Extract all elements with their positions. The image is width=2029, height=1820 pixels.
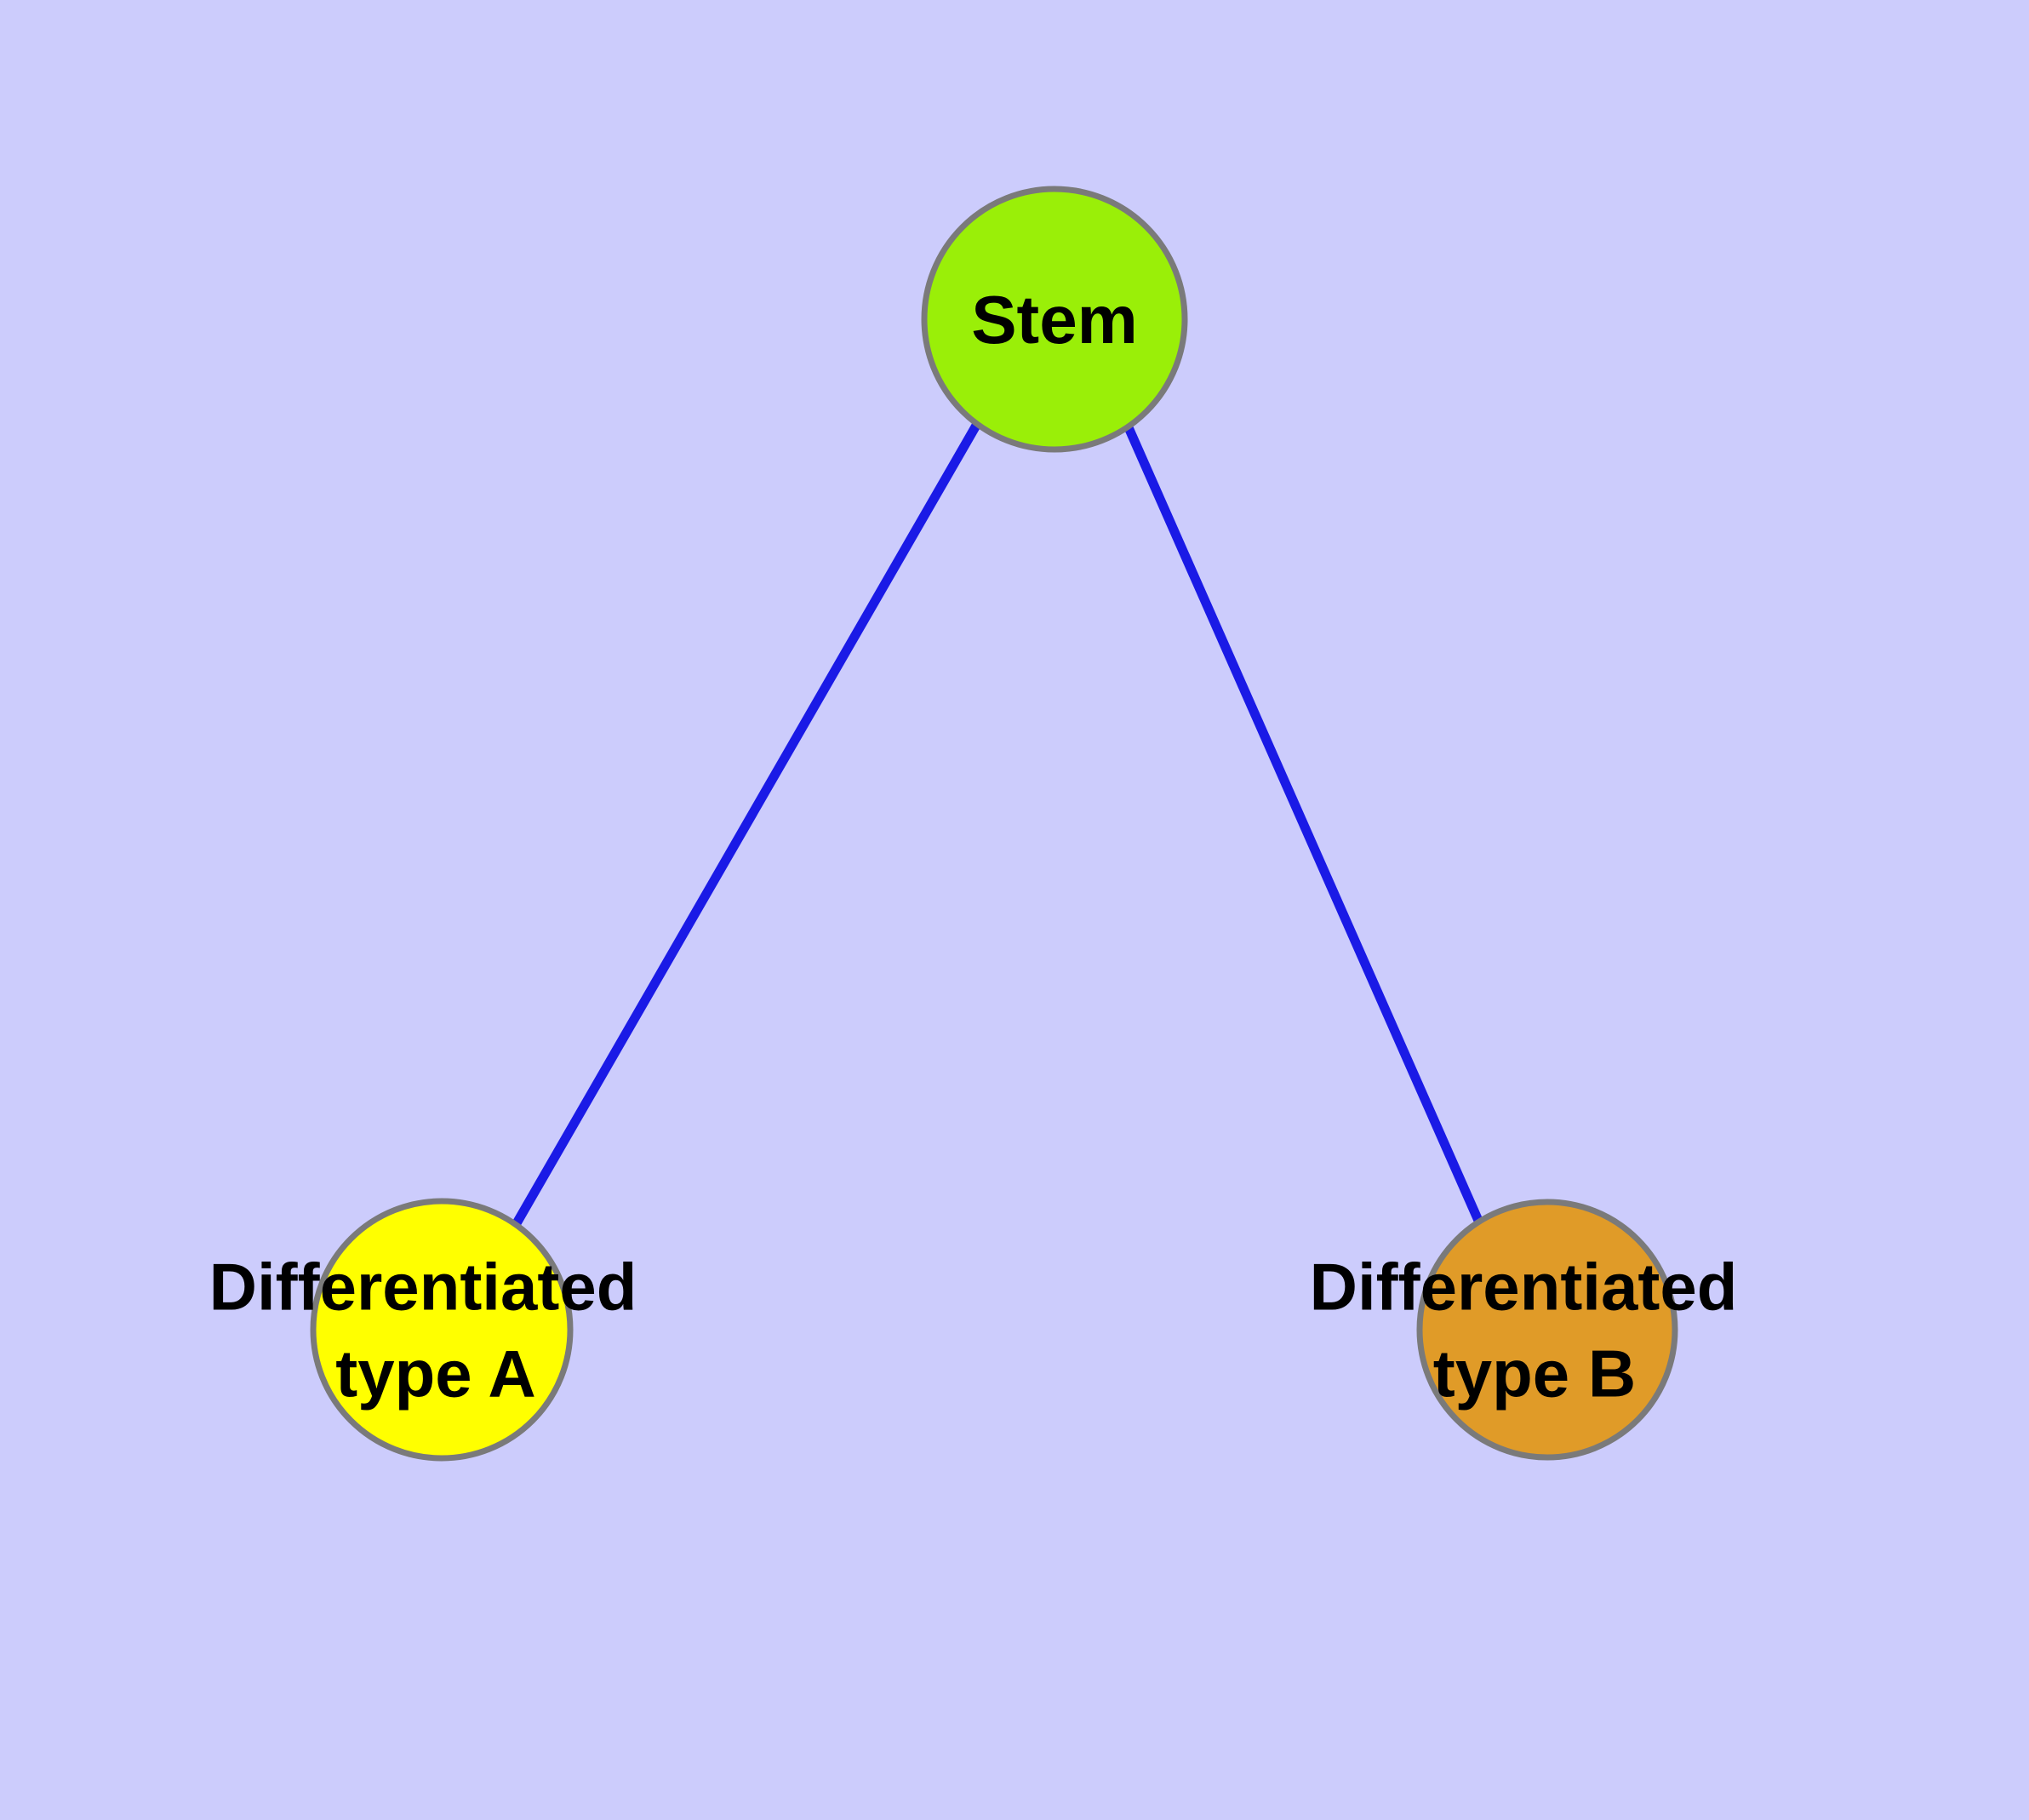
edge-stem-to-differentiated-type-a[interactable] [512,421,981,1226]
node-label-differentiated-type-a-line1: Differentiated [209,1250,637,1325]
node-label-stem: Stem [971,282,1138,358]
node-differentiated-type-b[interactable] [1416,1199,1678,1461]
node-label-differentiated-type-b-line1: Differentiated [1310,1250,1738,1325]
node-stem[interactable] [921,186,1188,453]
node-differentiated-type-a[interactable] [310,1198,574,1462]
nodes-layer [310,186,1678,1462]
node-label-differentiated-type-b-line2: type B [1433,1336,1636,1411]
edges-layer [512,421,1484,1226]
labels-layer: Stem Differentiated type A Differentiate… [209,282,1738,1411]
edge-stem-to-differentiated-type-b[interactable] [1123,423,1484,1225]
node-label-differentiated-type-a-line2: type A [335,1336,536,1411]
